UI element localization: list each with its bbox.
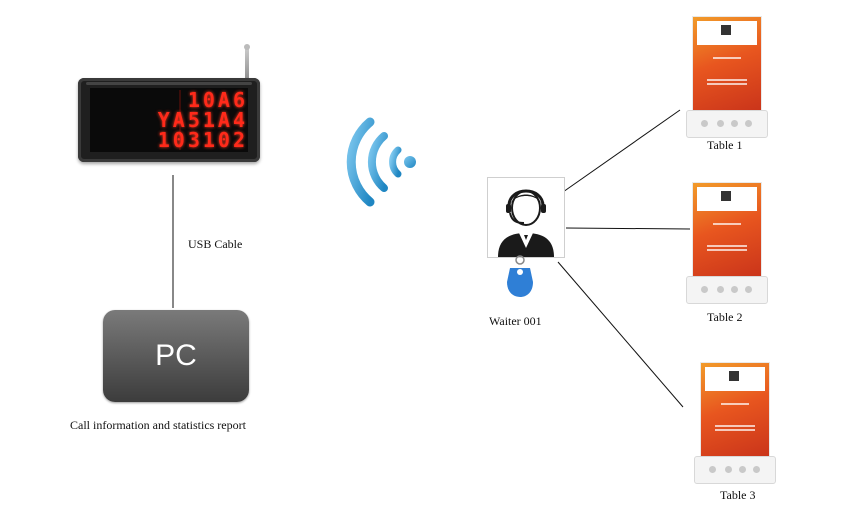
led-panel: 10A6 YA51A4 103102 — [90, 88, 248, 152]
pager-base — [686, 276, 768, 304]
table-3-pager — [694, 362, 776, 484]
led-row-2: YA51A4 — [157, 108, 248, 132]
table-1-label: Table 1 — [707, 138, 743, 152]
pc-caption: Call information and statistics report — [70, 418, 246, 432]
table-1-pager — [686, 16, 768, 138]
antenna-tip — [244, 44, 250, 50]
antenna — [245, 46, 249, 82]
pager-base — [694, 456, 776, 484]
line-to-table-3 — [557, 261, 684, 408]
pager-card-face — [700, 362, 770, 462]
display-top-strip — [86, 82, 252, 85]
table-2-pager — [686, 182, 768, 304]
wifi-signal-icon — [346, 117, 416, 207]
line-to-table-1 — [562, 109, 681, 193]
led-display-receiver: 10A6 YA51A4 103102 — [78, 78, 260, 162]
waiter-headset-icon — [498, 189, 554, 257]
usb-cable-label: USB Cable — [188, 237, 243, 251]
led-divider — [179, 90, 181, 150]
pager-base — [686, 110, 768, 138]
rfid-keyfob-icon — [507, 255, 533, 297]
waiter-label: Waiter 001 — [489, 314, 542, 328]
table-2-label: Table 2 — [707, 310, 743, 324]
pc-box: PC — [103, 310, 249, 402]
table-3-label: Table 3 — [720, 488, 756, 502]
led-row-1: 10A6 — [187, 88, 248, 112]
pager-card-face — [692, 16, 762, 116]
pc-label: PC — [155, 339, 197, 372]
pager-card-face — [692, 182, 762, 282]
line-to-table-2 — [565, 227, 691, 230]
led-row-3: 103102 — [157, 128, 248, 152]
waiter-avatar-box — [487, 177, 565, 258]
